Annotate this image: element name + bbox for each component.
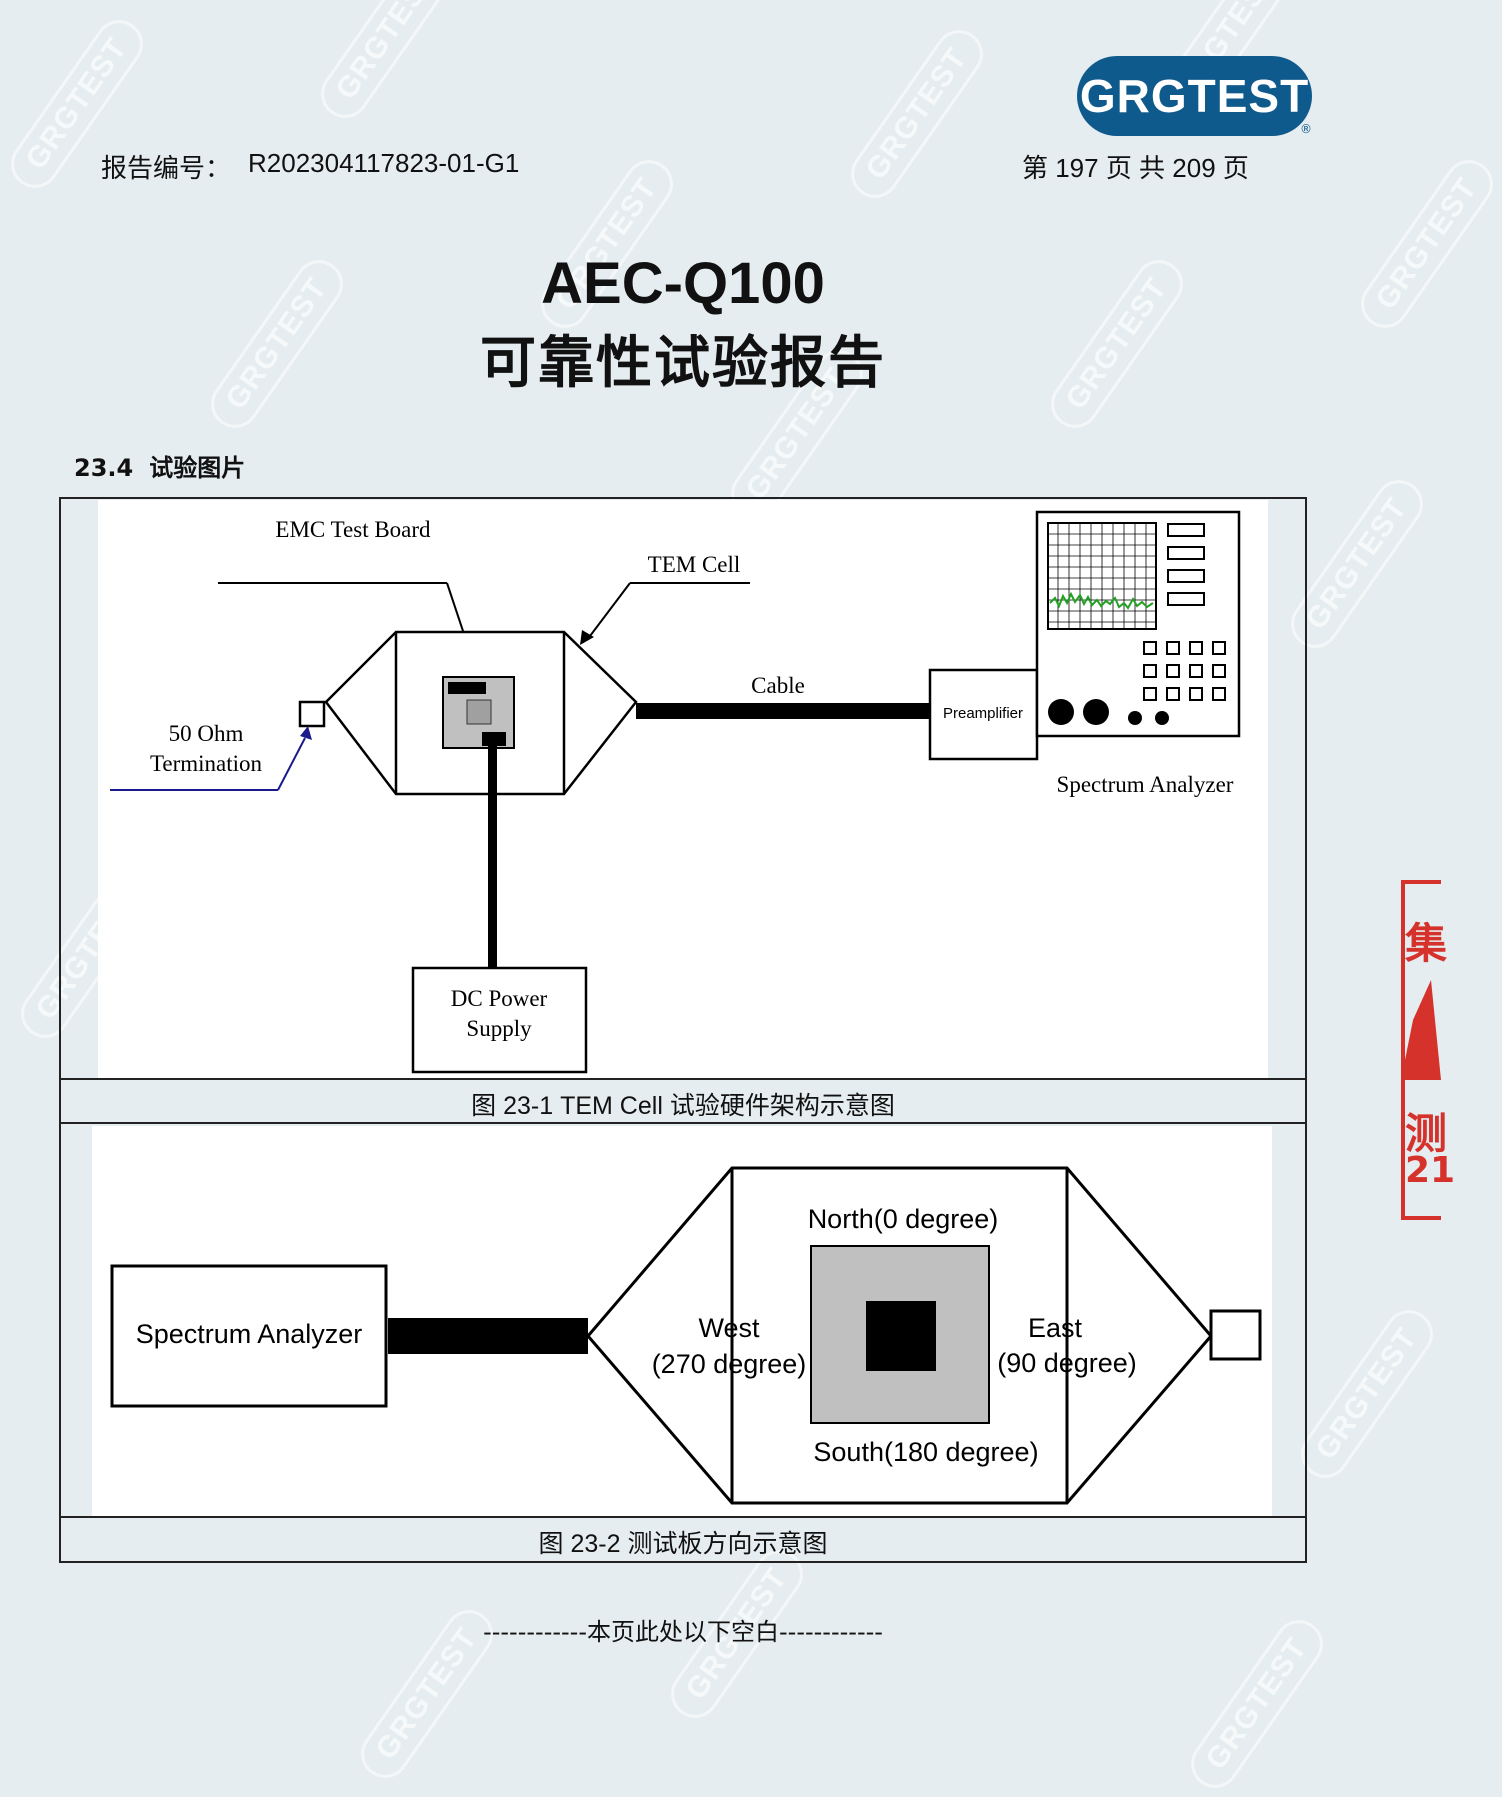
registered-mark: ® [1300,122,1312,136]
spectrum-analyzer-box [110,1264,388,1408]
east-label-line1: East [1028,1313,1083,1343]
preamplifier-label: Preamplifier [943,705,1023,722]
south-label: South(180 degree) [813,1437,1038,1467]
dc-cable [488,746,497,968]
divider [59,1516,1307,1518]
dc-power-label-line1: DC Power [451,986,548,1011]
report-number: R202304117823-01-G1 [248,148,520,178]
spectrum-analyzer-label: Spectrum Analyzer [136,1319,363,1349]
termination-box [1209,1309,1262,1361]
cable [388,1318,588,1354]
east-label-line2: (90 degree) [997,1348,1137,1378]
west-label-line1: West [698,1313,760,1343]
page-info: 第 197 页 共 209 页 [1022,153,1249,183]
title-chinese: 可靠性试验报告 [480,331,886,396]
stamp-char: 21 [1405,1150,1456,1191]
figure2-caption: 图 23-2 测试板方向示意图 [538,1530,828,1558]
title-english: AEC-Q100 [541,251,825,316]
spectrum-analyzer-label: Spectrum Analyzer [1057,772,1234,797]
watermark: GRGTEST [311,0,463,128]
dc-power-supply [411,966,588,1074]
termination-label-line1: 50 Ohm [169,721,244,746]
cable-label: Cable [751,673,805,698]
watermark: GRGTEST [841,20,993,208]
arrowhead [580,630,594,645]
north-label: North(0 degree) [808,1204,999,1234]
stamp-char: 测 [1405,1109,1448,1158]
dc-power-label-line2: Supply [466,1016,532,1041]
section-title: 试验图片 [149,454,246,482]
tem-cell-diagram: EMC Test Board TEM Cell Cable 50 Ohm Ter… [110,510,1241,1074]
tem-cell-label: TEM Cell [648,552,741,577]
divider [59,1078,1307,1080]
stamp-star [1401,980,1441,1080]
west-label-line2: (270 degree) [652,1349,807,1379]
grgtest-logo: GRGTEST [1077,56,1312,136]
figure1-caption: 图 23-1 TEM Cell 试验硬件架构示意图 [471,1092,895,1120]
emc-board-label: EMC Test Board [275,517,431,542]
figure-table [59,497,1307,1563]
termination-box [298,700,326,728]
section-heading: 23.4 试验图片 [74,448,245,483]
spectrum-trace [1049,591,1154,610]
cable [636,703,930,719]
watermark: GRGTEST [1291,1300,1443,1488]
blank-page-note: ------------本页此处以下空白------------ [483,1618,883,1646]
section-number: 23.4 [74,454,134,482]
watermark: GRGTEST [1351,150,1502,338]
seal-stamp: 集 测 21 [1395,880,1455,1220]
device-under-test [866,1301,936,1371]
stamp-char: 集 [1405,919,1448,968]
orientation-diagram: Spectrum Analyzer North(0 degree) West (… [110,1166,1262,1505]
report-number-label: 报告编号： [101,153,232,183]
termination-label-line2: Termination [150,751,263,776]
divider [59,1122,1307,1124]
